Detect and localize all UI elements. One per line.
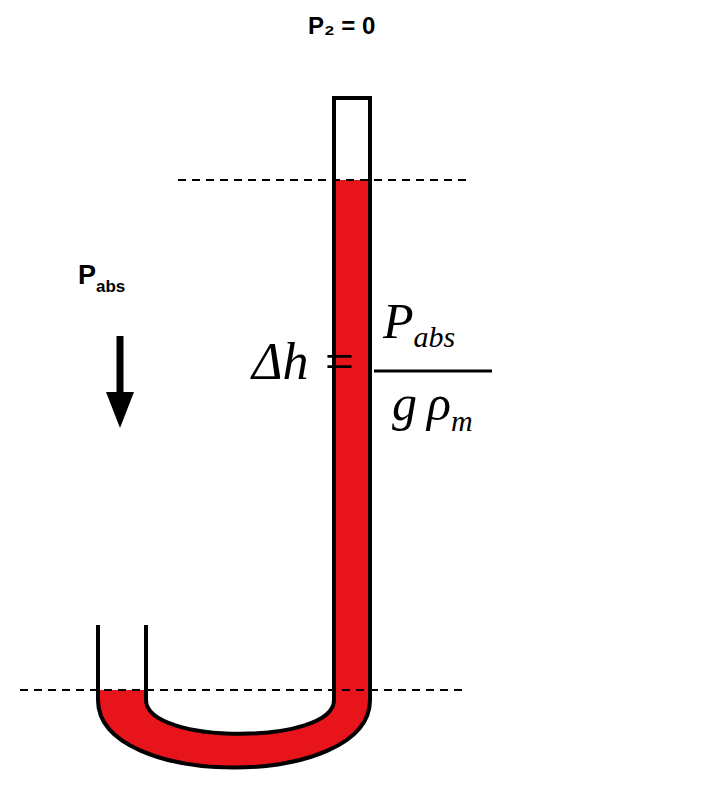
- manometer-fluid: [98, 180, 370, 768]
- subscript-label: abs: [96, 278, 125, 295]
- equation-term: P: [383, 296, 414, 346]
- equation-term: ρ: [427, 378, 451, 428]
- pressure-label: P: [78, 262, 96, 289]
- pressure-arrow-shaft: [117, 336, 124, 395]
- lower-level-line: [20, 689, 466, 691]
- equation-term: g: [392, 378, 417, 428]
- pressure-label: P₂ = 0: [308, 14, 375, 38]
- tube-outer-wall: [98, 98, 370, 768]
- subscript-label: m: [451, 406, 473, 436]
- fraction-bar: [374, 370, 492, 373]
- equation-term: Δh =: [252, 336, 357, 388]
- upper-level-line: [178, 179, 466, 181]
- tube-closed-end: [332, 96, 372, 100]
- subscript-label: abs: [414, 322, 456, 352]
- pressure-arrow-head: [106, 392, 134, 428]
- tube-inner-wall: [146, 98, 334, 734]
